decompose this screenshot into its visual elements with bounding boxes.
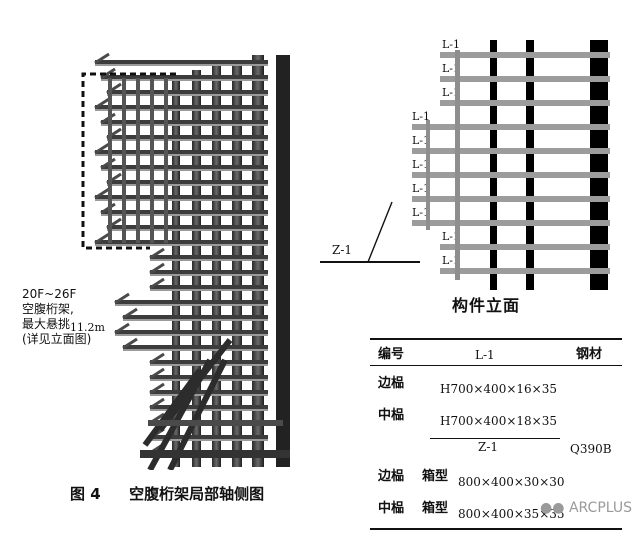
elevation-beam-label: L-1 (412, 134, 430, 147)
column-row-2-spec: 800×400×35×35 (458, 507, 565, 521)
axonometric-structure-drawing (81, 52, 290, 470)
callout-label: 20F~26F 空腹桁架, 最大悬挑11.2m (详见立面图) (22, 287, 105, 347)
callout-line-2: 空腹桁架, (22, 302, 74, 316)
beam-group-label: L-1 (475, 348, 495, 362)
z1-label: Z-1 (332, 243, 352, 257)
beam-row-1-name: 边榀 (378, 376, 405, 391)
spec-table: 编号 L-1 钢材 边榀 H700×400×16×35 中榀 H700×400×… (370, 338, 622, 530)
figure-caption: 图 4 空腹桁架局部轴侧图 (70, 483, 264, 504)
watermark-text: ARCPLUS (568, 500, 632, 516)
callout-line-3: 最大悬挑11.2m (22, 317, 105, 334)
beam-row-2-name: 中榀 (378, 408, 405, 423)
figure-title: 空腹桁架局部轴侧图 (129, 485, 265, 503)
cantilever-truss (140, 338, 290, 470)
watermark: ●● ARCPLUS (540, 500, 632, 516)
callout-dimension: 11.2m (70, 321, 105, 334)
column-row-2-name: 中榀 (378, 501, 405, 516)
header-id: 编号 (378, 347, 405, 362)
callout-line-1: 20F~26F (22, 287, 77, 301)
elevation-beam-label: L-1 (412, 110, 430, 123)
column-row-1-name: 边榀 (378, 469, 405, 484)
beam-row-1-spec: H700×400×16×35 (440, 382, 557, 396)
wechat-icon: ●● (540, 500, 569, 516)
callout-line-4: (详见立面图) (22, 332, 92, 346)
column-group-label: Z-1 (478, 440, 499, 454)
elevation-beams: L-1L-1L-1L-1L-1L-1L-1L-1L-1L-1 (412, 38, 610, 280)
elevation-beam-label: L-1 (412, 206, 430, 219)
column-row-1-type: 箱型 (422, 469, 449, 484)
figure-number: 图 4 (70, 485, 101, 503)
callout-dashed-box (81, 72, 176, 250)
elevation-beam-label: L-1 (412, 182, 430, 195)
column-row-1-spec: 800×400×30×30 (458, 475, 565, 489)
column-row-2-type: 箱型 (422, 501, 449, 516)
material-value: Q390B (570, 442, 612, 456)
elevation-beam-label: L-1 (412, 158, 430, 171)
component-elevation-drawing: L-1L-1L-1L-1L-1L-1L-1L-1L-1L-1 Z-1 (320, 38, 610, 290)
beam-row-2-spec: H700×400×18×35 (440, 414, 557, 428)
elevation-beam-label: L-1 (442, 38, 460, 51)
z1-leader-line (367, 201, 393, 263)
elevation-title: 构件立面 (452, 296, 521, 315)
header-material: 钢材 (576, 347, 603, 362)
